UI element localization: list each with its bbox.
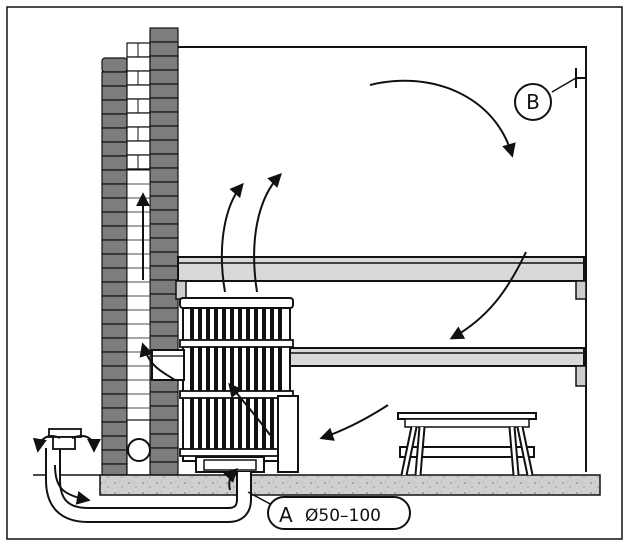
lower-bench <box>289 347 587 387</box>
floor-bench <box>397 412 537 476</box>
callout-b: B <box>514 77 577 121</box>
air-flow-arrows <box>32 79 527 505</box>
brick-wall <box>101 27 179 476</box>
fresh-air-duct <box>45 428 252 523</box>
floor-slab <box>99 474 601 496</box>
label-a-letter: A <box>279 503 293 527</box>
sauna-stove <box>179 297 299 473</box>
callout-a: A Ø50–100 <box>247 491 411 530</box>
chimney-cleanout <box>127 438 151 462</box>
label-b-letter: B <box>526 90 540 114</box>
label-a-size: Ø50–100 <box>305 506 381 526</box>
